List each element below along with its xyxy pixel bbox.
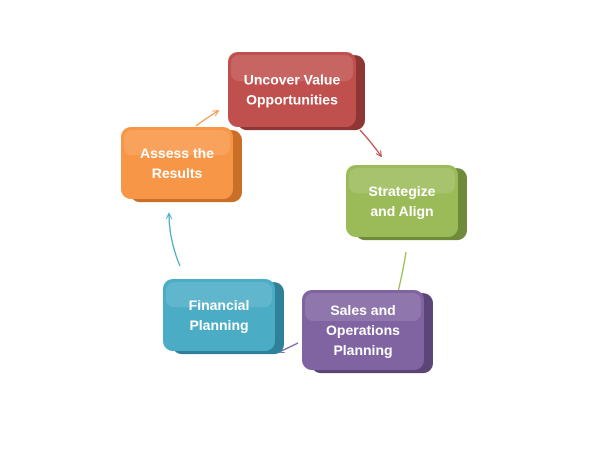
node-strategize-label-line: and Align: [370, 203, 433, 219]
node-sop-label-line: Operations: [326, 322, 400, 338]
node-strategize: Strategize and Align: [346, 165, 467, 241]
node-assess-label-line: Assess the: [140, 145, 214, 161]
node-uncover-highlight: [231, 55, 353, 82]
connector-uncover-to-strategize: [359, 129, 381, 156]
connector-strategize-to-sop: [397, 251, 407, 296]
node-strategize-label: Strategize and Align: [369, 183, 436, 219]
node-assess-label-line: Results: [152, 165, 203, 181]
node-sop-label-line: Planning: [333, 342, 392, 358]
node-strategize-highlight: [349, 168, 455, 194]
node-strategize-face: [346, 165, 458, 237]
node-financial-highlight: [166, 282, 272, 308]
node-financial-label-line: Planning: [189, 317, 248, 333]
node-sop-face: [302, 290, 424, 370]
node-assess-face: [121, 127, 233, 199]
connector-assess-to-uncover: [195, 111, 218, 127]
node-strategize-label-line: Strategize: [369, 183, 436, 199]
connector-financial-to-assess: [169, 214, 181, 267]
node-uncover-label-line: Opportunities: [246, 92, 338, 108]
node-sop-label-line: Sales and: [330, 302, 395, 318]
node-uncover-face: [228, 52, 356, 127]
node-uncover-label-line: Uncover Value: [244, 72, 341, 88]
node-financial-label-line: Financial: [189, 297, 250, 313]
node-assess-highlight: [124, 130, 230, 156]
node-financial-face: [163, 279, 275, 351]
node-sop-highlight: [305, 293, 421, 321]
